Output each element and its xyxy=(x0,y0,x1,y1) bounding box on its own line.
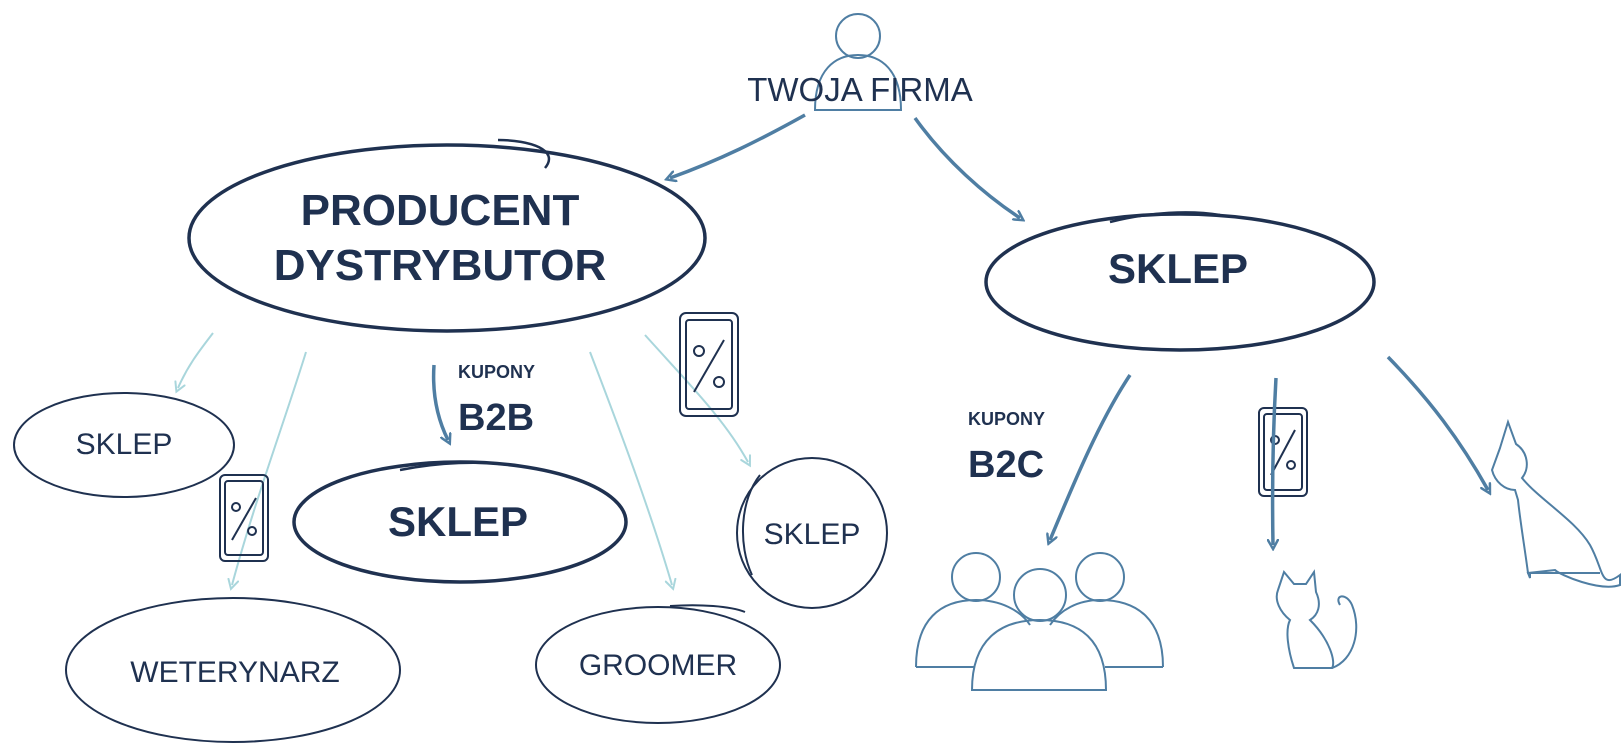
b2b-label: B2B xyxy=(458,397,534,439)
shop-right-label: SKLEP xyxy=(764,518,861,551)
producer-label-line1: PRODUCENT xyxy=(301,186,580,235)
company-label: TWOJA FIRMA xyxy=(747,71,973,108)
arrow-b2b xyxy=(431,364,448,440)
arrow-company-to-shop xyxy=(913,116,1020,218)
arrow-producer-to-shop-left xyxy=(178,332,214,388)
b2c-kupony-label: KUPONY xyxy=(968,409,1045,429)
arrow-shop-to-customers xyxy=(1050,374,1132,540)
arrow-producer-to-groomer xyxy=(589,351,672,585)
shop-main-ellipse xyxy=(984,211,1376,352)
dog-icon xyxy=(1490,418,1621,588)
b2b-kupony-label: KUPONY xyxy=(458,362,535,382)
shop-left-label: SKLEP xyxy=(76,428,173,461)
b2c-label: B2C xyxy=(968,444,1044,486)
producer-label-line2: DYSTRYBUTOR xyxy=(274,241,606,290)
phone-coupon-icon-right xyxy=(1258,407,1308,497)
shop-main-label: SKLEP xyxy=(1108,245,1248,292)
shop-center-label: SKLEP xyxy=(388,498,528,545)
arrow-shop-to-dog xyxy=(1386,355,1488,490)
shop-right-circle xyxy=(736,457,888,609)
arrow-company-to-producer xyxy=(670,113,806,178)
phone-coupon-icon-left xyxy=(219,474,269,562)
groomer-ellipse xyxy=(535,604,781,724)
customers-group-icon xyxy=(915,552,1164,691)
cat-icon xyxy=(1275,569,1358,669)
arrow-producer-to-shop-right xyxy=(644,334,748,462)
company-person-icon xyxy=(813,13,903,111)
arrow-shop-to-cat xyxy=(1273,377,1276,545)
shop-left-ellipse xyxy=(13,392,235,498)
vet-label: WETERYNARZ xyxy=(130,656,339,689)
phone-coupon-icon-top xyxy=(679,312,739,417)
shop-center-ellipse xyxy=(292,460,628,584)
groomer-label: GROOMER xyxy=(579,649,737,682)
producer-ellipse xyxy=(187,138,707,333)
vet-ellipse xyxy=(65,597,401,743)
arrow-producer-to-vet xyxy=(232,351,307,585)
